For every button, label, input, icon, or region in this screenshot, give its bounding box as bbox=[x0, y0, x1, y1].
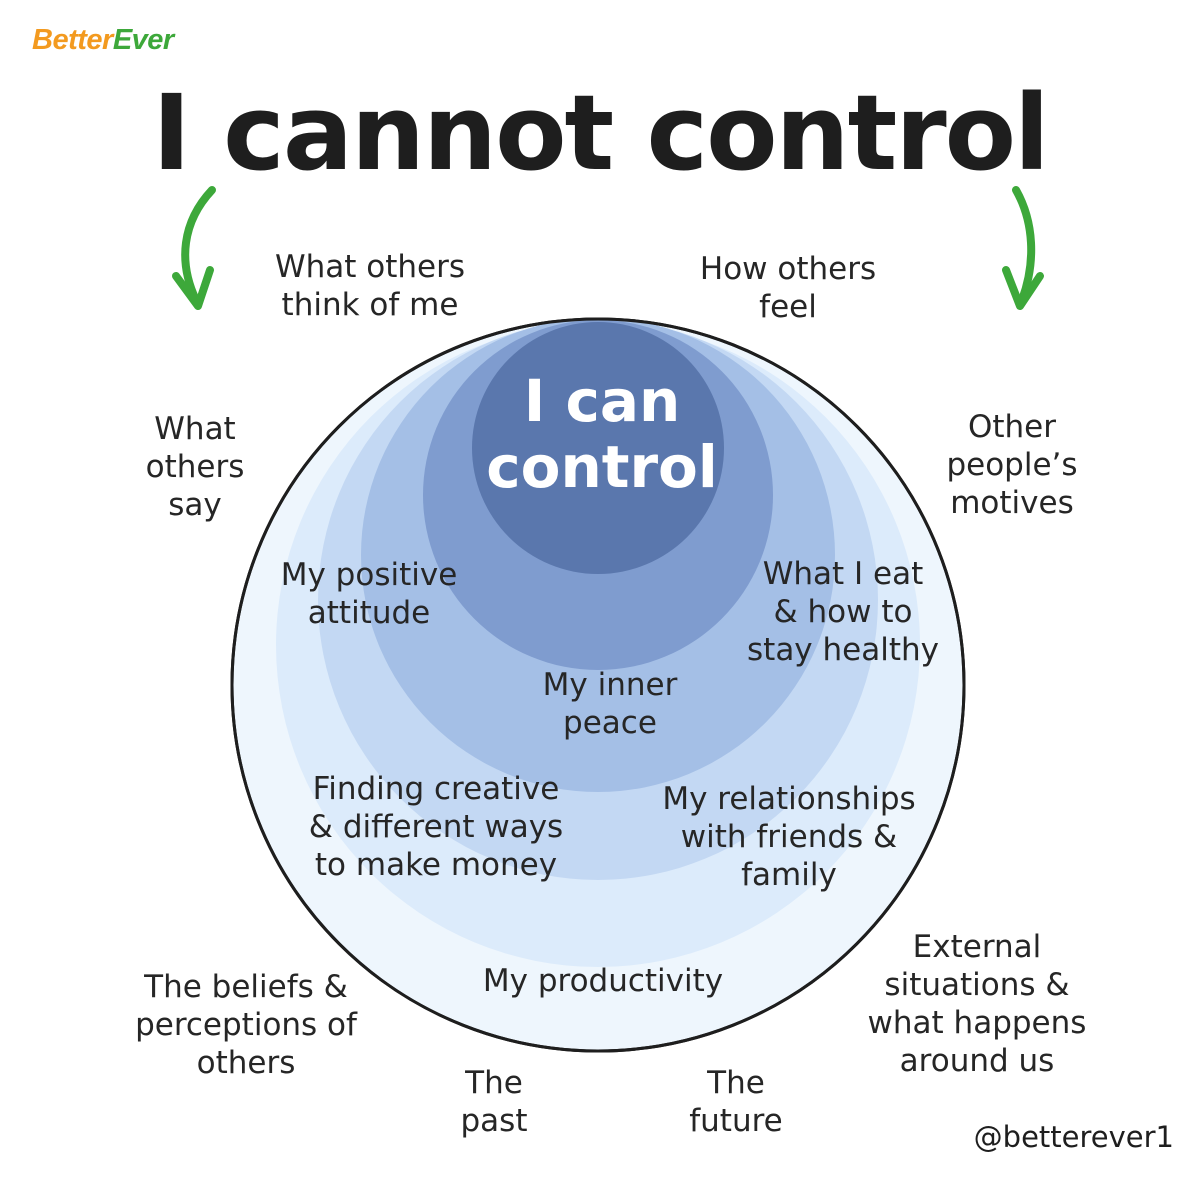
label-attitude: My positive attitude bbox=[280, 557, 458, 631]
label-others-feel: How others feel bbox=[699, 251, 877, 325]
label-future: The future bbox=[689, 1065, 783, 1139]
label-relationships: My relationships with friends & family bbox=[662, 781, 916, 893]
left-arrow-icon bbox=[172, 186, 216, 310]
label-peace: My inner peace bbox=[542, 667, 678, 741]
label-productivity: My productivity bbox=[482, 963, 724, 999]
label-eat: What I eat & how to stay healthy bbox=[747, 556, 939, 668]
right-arrow-icon bbox=[1002, 186, 1044, 310]
label-external: External situations & what happens aroun… bbox=[867, 929, 1087, 1079]
label-past: The past bbox=[460, 1065, 528, 1139]
label-beliefs: The beliefs & perceptions of others bbox=[135, 969, 357, 1081]
label-money: Finding creative & different ways to mak… bbox=[308, 771, 564, 883]
label-others-say: What others say bbox=[145, 411, 245, 523]
ring-outer-stroke bbox=[230, 317, 966, 1053]
brand-logo-part1: Better bbox=[32, 24, 113, 56]
center-label: I can control bbox=[486, 367, 718, 501]
brand-logo: BetterEver bbox=[32, 24, 174, 57]
brand-logo-part2: Ever bbox=[112, 24, 174, 56]
label-others-motives: Other people’s motives bbox=[946, 409, 1078, 521]
label-others-think: What others think of me bbox=[274, 249, 466, 323]
page-title: I cannot control bbox=[152, 72, 1049, 194]
ring-inner bbox=[472, 322, 724, 574]
social-handle: @betterever1 bbox=[973, 1120, 1174, 1154]
